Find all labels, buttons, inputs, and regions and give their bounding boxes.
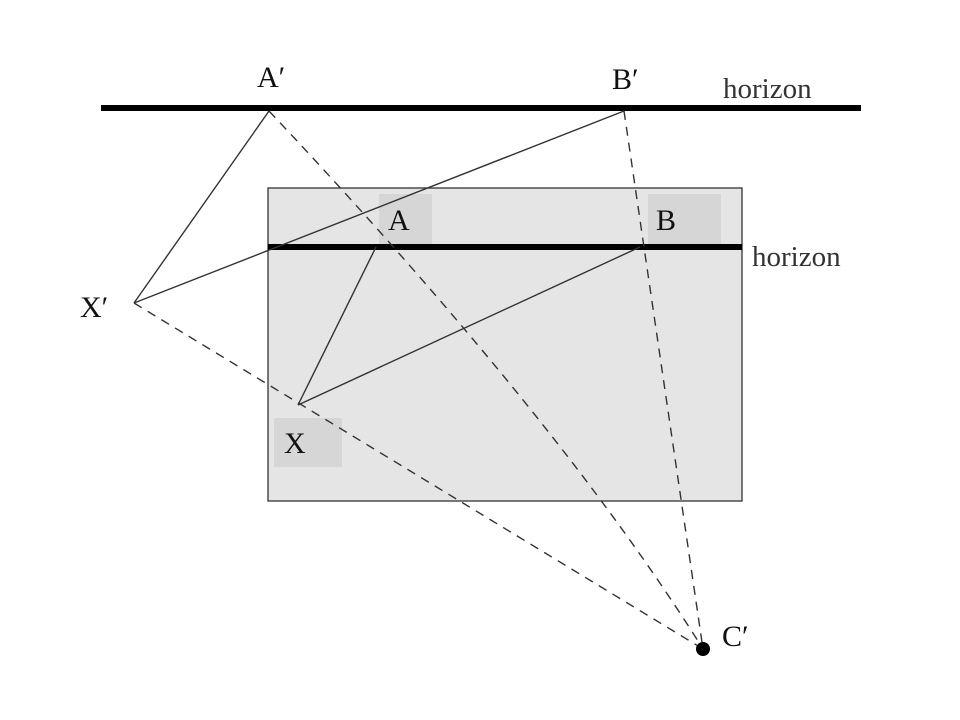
label-box-x [274,418,342,467]
label-box-b [648,194,721,244]
label-c-prime: C′ [722,620,749,653]
label-box-a [379,194,432,244]
label-b: B [656,204,676,237]
line-x-a [297,246,377,406]
outer-horizon-label: horizon [723,73,812,105]
inner-horizon-label: horizon [752,241,841,273]
label-a: A [388,204,410,237]
line-x-b [297,246,641,406]
line-xprime-aprime [133,110,270,304]
label-b-prime: B′ [612,63,639,96]
label-a-prime: A′ [257,61,285,94]
point-c-prime [696,642,710,656]
label-x-prime: X′ [80,291,108,324]
label-x: X [284,427,306,460]
line-xprime-bprime [133,110,625,304]
dashed-aprime-cprime [268,110,704,650]
dashed-bprime-cprime [623,110,704,650]
